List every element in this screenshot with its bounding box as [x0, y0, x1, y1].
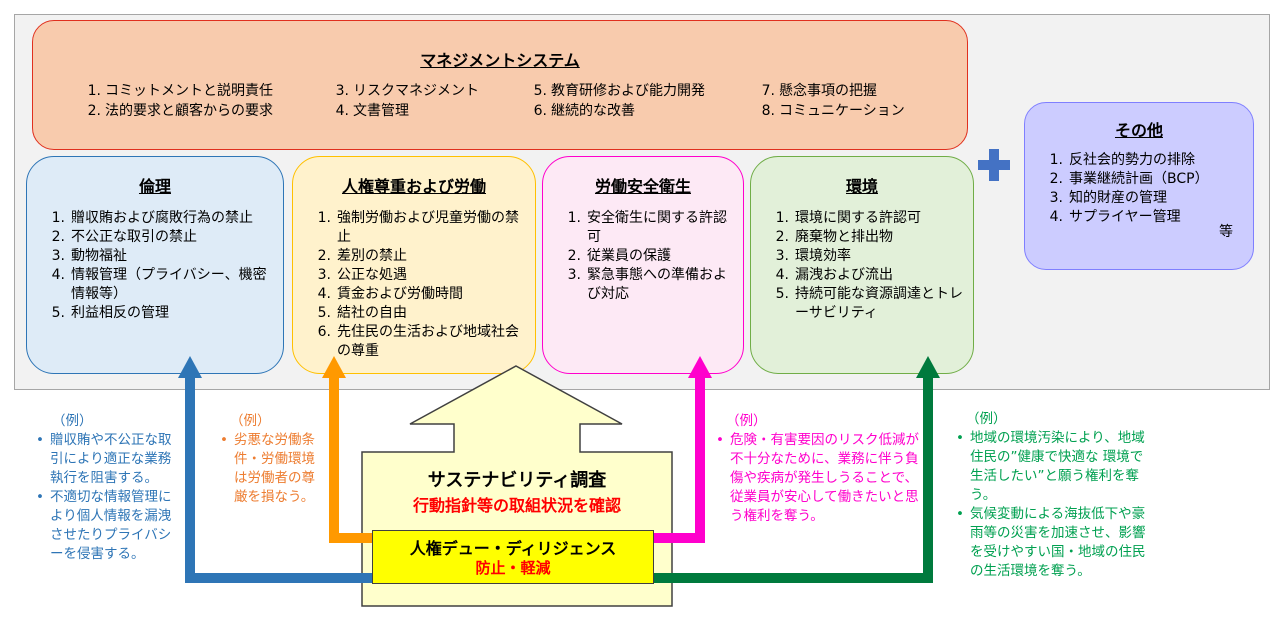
list-item: 2.事業継続計画（BCP）: [1049, 171, 1209, 187]
list-item: 3.知的財産の管理: [1049, 190, 1167, 206]
environment-list: 1.環境に関する許認可 2.廃棄物と排出物 3.環境効率 4.漏洩および流出 5…: [765, 209, 963, 323]
environment-arrowhead: [916, 356, 940, 378]
ethics-list: 1.贈収賄および腐敗行為の禁止 2.不公正な取引の禁止 3.動物福祉 4.情報管…: [41, 209, 273, 323]
list-item: 3.緊急事態への準備および対応: [567, 267, 727, 302]
other-title: その他: [1114, 121, 1163, 140]
ethics-box: 倫理 1.贈収賄および腐敗行為の禁止 2.不公正な取引の禁止 3.動物福祉 4.…: [26, 156, 284, 374]
safety-title: 労働安全衛生: [594, 177, 691, 196]
due-diligence-subtitle: 防止・軽減: [475, 559, 551, 577]
human-rights-examples: （例） 劣悪な労働条件・労働環境は労働者の尊厳を損なう。: [220, 412, 326, 507]
environment-box: 環境 1.環境に関する許認可 2.廃棄物と排出物 3.環境効率 4.漏洩および流…: [750, 156, 974, 374]
list-item: 1.反社会的勢力の排除: [1049, 152, 1195, 168]
management-item: 4.文書管理: [335, 103, 409, 119]
list-item: 危険・有害要因のリスク低減が不十分なために、業務に伴う負傷や疾病が発生しうること…: [716, 431, 924, 526]
human-rights-arrow: [329, 376, 372, 543]
list-item: 1.強制労働および児童労働の禁止: [317, 210, 519, 245]
list-item: 5.結社の自由: [317, 305, 407, 321]
list-item: 5.持続可能な資源調達とトレーサビリティ: [775, 286, 963, 321]
example-label: （例）: [52, 413, 93, 429]
safety-examples: （例） 危険・有害要因のリスク低減が不十分なために、業務に伴う負傷や疾病が発生し…: [716, 412, 924, 526]
list-item: 2.不公正な取引の禁止: [51, 229, 197, 245]
management-col-4: 7.懸念事項の把握 8.コミュニケーション: [753, 81, 905, 121]
list-item: 4.漏洩および流出: [775, 267, 893, 283]
list-item: 贈収賄や不公正な取引により適正な業務執行を阻害する。: [36, 431, 180, 488]
list-item: 4.サプライヤー管理: [1049, 209, 1181, 225]
human-rights-box: 人権尊重および労働 1.強制労働および児童労働の禁止 2.差別の禁止 3.公正な…: [292, 156, 536, 374]
safety-box: 労働安全衛生 1.安全衛生に関する許認可 2.従業員の保護 3.緊急事態への準備…: [542, 156, 744, 374]
plus-icon: [978, 149, 1010, 181]
list-item: 1.安全衛生に関する許認可: [567, 210, 727, 245]
management-col-1: 1.コミットメントと説明責任 2.法的要求と顧客からの要求: [79, 81, 273, 121]
list-item: 4.賃金および労働時間: [317, 286, 463, 302]
ethics-examples: （例） 贈収賄や不公正な取引により適正な業務執行を阻害する。 不適切な情報管理に…: [36, 412, 180, 564]
list-item: 5.利益相反の管理: [51, 305, 169, 321]
environment-examples: （例） 地域の環境汚染により、地域住民の”健康で快適な 環境で生活したい”と願う…: [956, 410, 1156, 581]
list-item: 3.環境効率: [775, 248, 851, 264]
other-list: 1.反社会的勢力の排除 2.事業継続計画（BCP） 3.知的財産の管理 4.サプ…: [1039, 151, 1245, 227]
environment-arrow: [654, 376, 933, 583]
human-rights-arrowhead: [322, 356, 346, 378]
list-item: 3.公正な処遇: [317, 267, 407, 283]
safety-arrow: [654, 376, 705, 543]
ethics-arrowhead: [178, 356, 202, 378]
management-col-3: 5.教育研修および能力開発 6.継続的な改善: [525, 81, 705, 121]
management-system-title: マネジメントシステム: [420, 51, 580, 70]
management-system-box: マネジメントシステム 1.コミットメントと説明責任 2.法的要求と顧客からの要求…: [32, 20, 968, 150]
list-item: 2.差別の禁止: [317, 248, 407, 264]
list-item: 2.従業員の保護: [567, 248, 671, 264]
example-label: （例）: [966, 411, 1007, 427]
ethics-title: 倫理: [138, 177, 171, 196]
safety-arrowhead: [688, 356, 712, 378]
list-item: 4.情報管理（プライバシー、機密情報等）: [51, 267, 267, 302]
survey-subtitle: 行動指針等の取組状況を確認: [412, 496, 621, 515]
list-item: 劣悪な労働条件・労働環境は労働者の尊厳を損なう。: [220, 431, 326, 507]
human-rights-title: 人権尊重および労働: [341, 177, 486, 196]
ethics-arrow: [185, 376, 372, 583]
management-item: 5.教育研修および能力開発: [533, 83, 705, 99]
environment-title: 環境: [845, 177, 878, 196]
management-item: 6.継続的な改善: [533, 103, 635, 119]
management-item: 3.リスクマネジメント: [335, 83, 479, 99]
management-item: 7.懸念事項の把握: [761, 83, 877, 99]
list-item: 気候変動による海抜低下や豪雨等の災害を加速させ、影響を受けやすい国・地域の住民の…: [956, 505, 1156, 581]
due-diligence-title: 人権デュー・ディリジェンス: [409, 539, 617, 558]
safety-list: 1.安全衛生に関する許認可 2.従業員の保護 3.緊急事態への準備および対応: [557, 209, 733, 304]
list-item: 3.動物福祉: [51, 248, 127, 264]
other-suffix: 等: [1219, 224, 1233, 240]
list-item: 6.先住民の生活および地域社会の尊重: [317, 324, 519, 359]
example-label: （例）: [230, 413, 271, 429]
list-item: 地域の環境汚染により、地域住民の”健康で快適な 環境で生活したい”と願う権利を奪…: [956, 429, 1156, 505]
management-col-2: 3.リスクマネジメント 4.文書管理: [327, 81, 479, 121]
example-label: （例）: [726, 413, 767, 429]
list-item: 1.贈収賄および腐敗行為の禁止: [51, 210, 253, 226]
management-item: 8.コミュニケーション: [761, 103, 905, 119]
management-item: 1.コミットメントと説明責任: [87, 83, 273, 99]
list-item: 1.環境に関する許認可: [775, 210, 921, 226]
other-box: その他 1.反社会的勢力の排除 2.事業継続計画（BCP） 3.知的財産の管理 …: [1024, 102, 1254, 270]
list-item: 不適切な情報管理により個人情報を漏洩させたりプライバシーを侵害する。: [36, 488, 180, 564]
due-diligence-box: 人権デュー・ディリジェンス 防止・軽減: [372, 530, 654, 584]
survey-title: サステナビリティ調査: [427, 470, 607, 491]
list-item: 2.廃棄物と排出物: [775, 229, 893, 245]
human-rights-list: 1.強制労働および児童労働の禁止 2.差別の禁止 3.公正な処遇 4.賃金および…: [307, 209, 525, 361]
management-item: 2.法的要求と顧客からの要求: [87, 103, 273, 119]
